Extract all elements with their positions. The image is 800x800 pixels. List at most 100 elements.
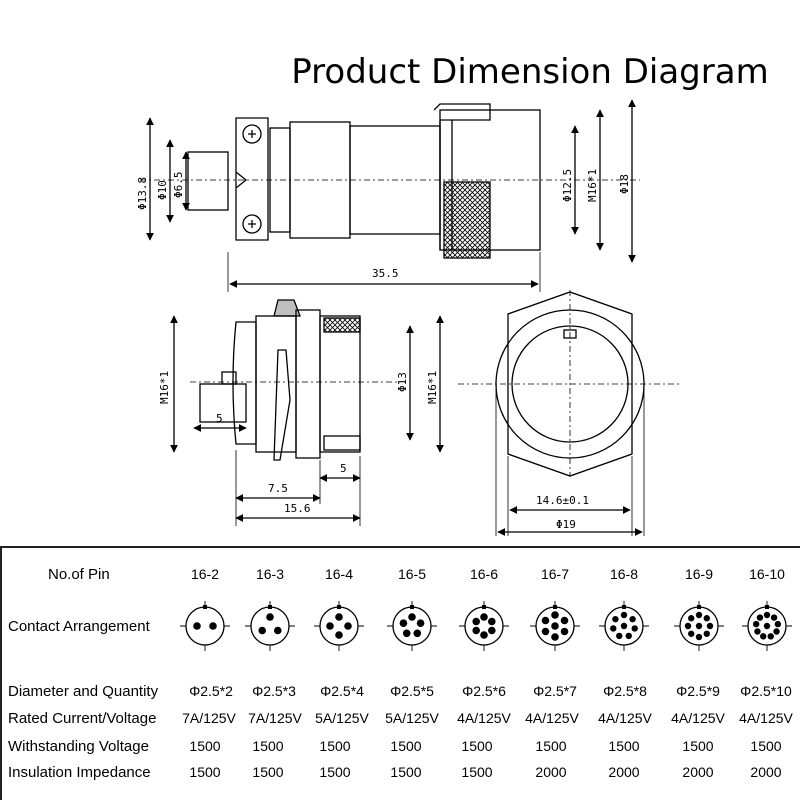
contact-pin-dot xyxy=(326,622,334,630)
contact-pin-dot xyxy=(688,615,695,622)
contact-pin-dot xyxy=(688,630,695,637)
contact-pin-dot xyxy=(760,633,767,640)
row-pin-count: No.of Pin 16-2 16-3 16-4 16-5 16-6 16-7 … xyxy=(2,566,800,590)
contact-pin-dot xyxy=(770,614,778,621)
dim-m16-top: M16*1 xyxy=(586,169,599,202)
insulation-cell: 1500 xyxy=(390,764,422,780)
diameter-cell: Φ2.5*5 xyxy=(390,683,434,699)
contact-arrangement-icon xyxy=(742,601,792,651)
row-contact-arrangement: Contact Arrangement xyxy=(2,618,800,642)
dim-15-6: 15.6 xyxy=(284,502,311,515)
contact-pin-dot xyxy=(703,615,710,622)
diagram-title: Product Dimension Diagram xyxy=(291,52,769,92)
row-rated-current: Rated Current/Voltage 7A/125V 7A/125V 5A… xyxy=(2,710,800,734)
contact-arrangement-icon xyxy=(459,601,509,651)
contact-pin-dot xyxy=(703,630,710,637)
pin-count-cell: 16-9 xyxy=(684,566,714,582)
insulation-cell: 1500 xyxy=(461,764,493,780)
withstanding-cell: 1500 xyxy=(252,738,284,754)
dim-35-5: 35.5 xyxy=(372,267,399,280)
contact-pin-dot xyxy=(541,616,550,625)
contact-pin-dot xyxy=(480,613,488,621)
dim-d19: Φ19 xyxy=(556,518,576,531)
withstanding-cell: 1500 xyxy=(535,738,567,754)
withstanding-cell: 1500 xyxy=(390,738,422,754)
insulation-cell: 2000 xyxy=(535,764,567,780)
pin-count-cell: 16-10 xyxy=(749,566,785,582)
dim-5-pin: 5 xyxy=(216,412,223,425)
contact-pin-dot xyxy=(631,625,638,632)
current-cell: 7A/125V xyxy=(248,710,302,726)
dim-d13: Φ13 xyxy=(396,372,409,392)
withstanding-cell: 1500 xyxy=(750,738,782,754)
contact-pin-dot xyxy=(416,619,425,628)
row-diameter: Diameter and Quantity Φ2.5*2 Φ2.5*3 Φ2.5… xyxy=(2,683,800,707)
contact-pin-dot xyxy=(258,626,267,635)
pin-count-cell: 16-5 xyxy=(397,566,427,582)
contact-pin-dot xyxy=(266,613,274,621)
contact-pin-dot xyxy=(551,611,559,619)
contact-pin-dot xyxy=(560,627,569,636)
current-cell: 4A/125V xyxy=(525,710,579,726)
contact-pin-dot xyxy=(551,633,559,641)
contact-pin-dot xyxy=(487,617,496,626)
dim-d12-5: Φ12.5 xyxy=(561,169,574,202)
contact-arrangement-icon xyxy=(180,601,230,651)
contact-pin-dot xyxy=(610,625,617,632)
current-cell: 5A/125V xyxy=(385,710,439,726)
contact-pin-dot xyxy=(551,622,559,630)
diameter-cell: Φ2.5*7 xyxy=(533,683,577,699)
contact-pin-dot xyxy=(763,622,771,630)
contact-pin-dot xyxy=(541,627,550,636)
contact-pin-dot xyxy=(774,620,782,628)
dim-5-nut: 5 xyxy=(340,462,347,475)
contact-pin-dot xyxy=(625,632,632,640)
current-cell: 4A/125V xyxy=(598,710,652,726)
contact-pin-dot xyxy=(695,633,703,641)
contact-pin-dot xyxy=(408,613,416,621)
contact-pin-dot xyxy=(612,615,619,623)
insulation-cell: 2000 xyxy=(608,764,640,780)
pin-count-cell: 16-6 xyxy=(469,566,499,582)
withstanding-cell: 1500 xyxy=(319,738,351,754)
dim-m16-side-right: M16*1 xyxy=(426,371,439,404)
label-contact-arrangement: Contact Arrangement xyxy=(8,618,150,635)
contact-pin-dot xyxy=(472,626,481,635)
label-pin-count: No.of Pin xyxy=(48,566,110,583)
dim-14-6: 14.6±0.1 xyxy=(536,494,589,507)
contact-pin-dot xyxy=(706,622,714,630)
current-cell: 7A/125V xyxy=(182,710,236,726)
contact-pin-dot xyxy=(752,620,760,628)
dim-d13-8: Φ13.8 xyxy=(136,177,149,210)
contact-pin-dot xyxy=(344,622,352,630)
contact-arrangement-icons xyxy=(180,601,792,651)
label-withstanding-voltage: Withstanding Voltage xyxy=(8,738,149,755)
dim-7-5: 7.5 xyxy=(268,482,288,495)
spec-table: No.of Pin 16-2 16-3 16-4 16-5 16-6 16-7 … xyxy=(0,546,800,800)
diameter-cell: Φ2.5*4 xyxy=(320,683,364,699)
contact-arrangement-icon xyxy=(599,601,649,651)
contact-arrangement-icon xyxy=(530,601,580,651)
contact-arrangement-icon xyxy=(245,601,295,651)
contact-pin-dot xyxy=(273,626,282,635)
contact-pin-dot xyxy=(756,614,764,621)
row-withstanding-voltage: Withstanding Voltage 1500 1500 1500 1500… xyxy=(2,738,800,762)
contact-pin-dot xyxy=(209,622,217,630)
insulation-cell: 1500 xyxy=(319,764,351,780)
contact-pin-dot xyxy=(767,633,774,640)
contact-pin-dot xyxy=(335,613,343,621)
dim-d6-5: Φ6.5 xyxy=(172,172,185,199)
contact-arrangement-icon xyxy=(674,601,724,651)
contact-pin-dot xyxy=(695,622,703,630)
contact-pin-dot xyxy=(773,628,780,635)
contact-pin-dot xyxy=(695,611,703,619)
diameter-cell: Φ2.5*9 xyxy=(676,683,720,699)
withstanding-cell: 1500 xyxy=(682,738,714,754)
diameter-cell: Φ2.5*8 xyxy=(603,683,647,699)
contact-pin-dot xyxy=(763,611,771,619)
current-cell: 4A/125V xyxy=(457,710,511,726)
insulation-cell: 1500 xyxy=(189,764,221,780)
pin-count-cell: 16-4 xyxy=(324,566,354,582)
contact-pin-dot xyxy=(487,626,496,635)
dim-d18: Φ18 xyxy=(618,174,631,194)
